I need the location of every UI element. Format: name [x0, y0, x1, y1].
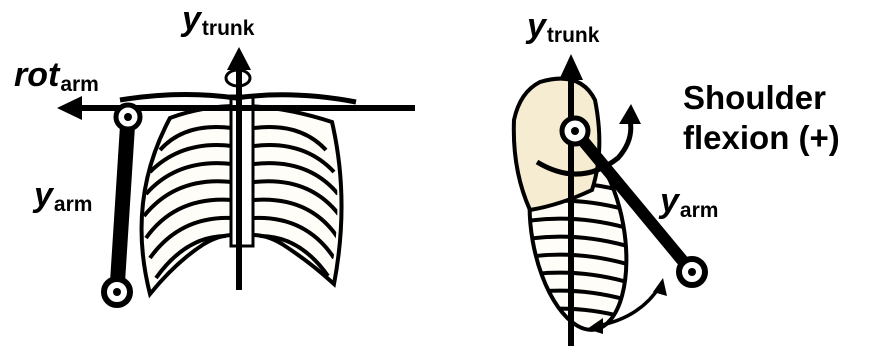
shoulder-flexion-line-2: flexion (+) [683, 118, 840, 158]
left-axes [57, 47, 415, 305]
flexion-arc-arrowhead [619, 104, 641, 124]
shoulder-flexion-label: Shoulder flexion (+) [683, 78, 840, 158]
y-arm-subscript-left: arm [54, 193, 93, 216]
y-arm-label-left: yarm [34, 178, 92, 215]
rot-arm-label: rotarm [14, 58, 99, 95]
y-trunk-arrowhead-right [559, 54, 583, 80]
y-trunk-subscript-right: trunk [547, 24, 600, 47]
y-trunk-symbol-right: y [527, 7, 546, 45]
y-trunk-subscript-left: trunk [202, 17, 255, 40]
shoulder-flexion-line-1: Shoulder [683, 78, 840, 118]
y-trunk-symbol-left: y [182, 0, 201, 38]
y-arm-subscript-right: arm [680, 199, 719, 222]
rot-arm-symbol: rot [14, 56, 59, 94]
rot-arm-arrowhead [57, 96, 82, 120]
arm-segment-left [117, 118, 128, 290]
y-arm-label-right: yarm [660, 184, 718, 221]
y-trunk-label-left: ytrunk [182, 2, 254, 39]
y-trunk-arrowhead-left [227, 47, 251, 70]
y-trunk-label-right: ytrunk [527, 9, 599, 46]
y-arm-symbol-left: y [34, 176, 53, 214]
y-arm-symbol-right: y [660, 182, 679, 220]
rot-arm-subscript: arm [60, 73, 99, 96]
